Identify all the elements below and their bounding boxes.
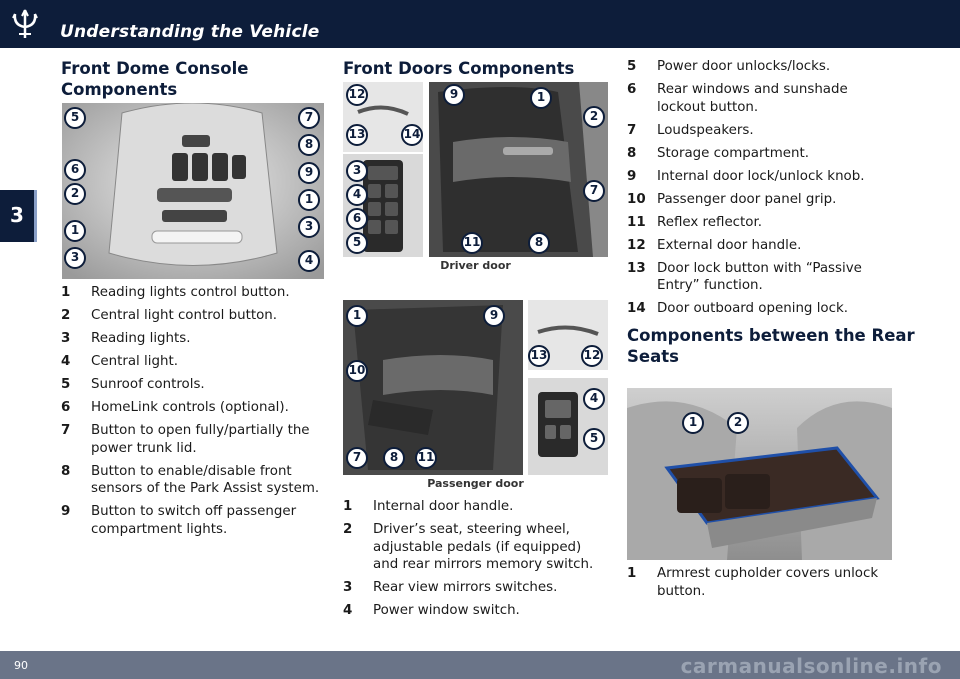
callout: 9: [483, 305, 505, 327]
callout: 3: [298, 216, 320, 238]
callout: 14: [401, 124, 423, 146]
callout: 9: [298, 162, 320, 184]
callout: 2: [583, 106, 605, 128]
dome-heading-line2: Components: [61, 80, 178, 99]
callout: 5: [64, 107, 86, 129]
callout: 7: [346, 447, 368, 469]
passenger-door-photo: [343, 300, 608, 475]
chapter-number: 3: [10, 203, 24, 227]
callout: 1: [682, 412, 704, 434]
page-number: 90: [14, 659, 28, 672]
callout: 7: [583, 180, 605, 202]
callout: 13: [528, 345, 550, 367]
callout: 8: [528, 232, 550, 254]
callout: 3: [64, 247, 86, 269]
driver-door-figure: 12 9 1 2 13 14 3 4 6 5 11 8 7 Driver doo…: [343, 82, 608, 274]
dome-heading-line1: Front Dome Console: [61, 59, 249, 78]
dome-heading: Front Dome Console Components: [61, 58, 248, 100]
passenger-door-caption: Passenger door: [427, 477, 524, 490]
callout: 11: [461, 232, 483, 254]
page-header: Understanding the Vehicle: [0, 0, 960, 48]
callout: 8: [383, 447, 405, 469]
passenger-door-figure: 1 9 10 13 12 4 5 7 8 11 Passenger door: [343, 300, 608, 492]
callout: 3: [346, 160, 368, 182]
driver-door-caption: Driver door: [440, 259, 511, 272]
doors-heading: Front Doors Components: [343, 59, 575, 78]
rear-heading: Components between the Rear Seats: [627, 325, 915, 367]
rear-heading-line2: Seats: [627, 347, 679, 366]
watermark: carmanualsonline.info: [680, 654, 942, 678]
callout: 5: [583, 428, 605, 450]
callout: 1: [298, 189, 320, 211]
callout: 4: [298, 250, 320, 272]
driver-door-photo: [343, 82, 608, 257]
callout: 11: [415, 447, 437, 469]
trident-logo-icon: [12, 9, 38, 38]
callout: 8: [298, 134, 320, 156]
dome-console-photo: [62, 103, 324, 279]
callout: 1: [64, 220, 86, 242]
callout: 2: [727, 412, 749, 434]
chapter-tab: 3: [0, 190, 37, 242]
page-footer: 90 carmanualsonline.info: [0, 651, 960, 679]
callout: 9: [443, 84, 465, 106]
rear-heading-line1: Components between the Rear: [627, 326, 915, 345]
callout: 1: [530, 87, 552, 109]
rear-seats-photo: [627, 388, 892, 560]
callout: 4: [583, 388, 605, 410]
rear-seats-figure: 1 2: [627, 388, 892, 560]
callout: 13: [346, 124, 368, 146]
callout: 12: [581, 345, 603, 367]
callout: 4: [346, 184, 368, 206]
callout: 5: [346, 232, 368, 254]
callout: 1: [346, 305, 368, 327]
callout: 2: [64, 183, 86, 205]
callout: 10: [346, 360, 368, 382]
dome-console-figure: 5 7 8 6 9 2 1 1 3 3 4: [62, 103, 324, 279]
section-title: Understanding the Vehicle: [60, 22, 320, 42]
callout: 6: [64, 159, 86, 181]
callout: 6: [346, 208, 368, 230]
callout: 12: [346, 84, 368, 106]
callout: 7: [298, 107, 320, 129]
